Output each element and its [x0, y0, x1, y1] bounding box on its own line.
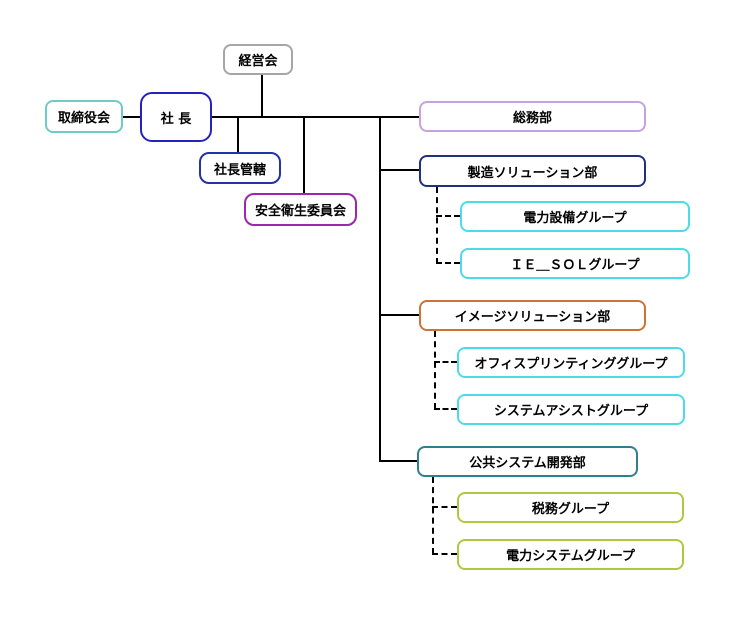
node-ie-sol-group: ＩＥ＿ＳＯＬグループ — [460, 248, 690, 279]
edge-torishimariyakukai-shacho — [123, 116, 140, 118]
node-shacho-kankatsu: 社長管轄 — [199, 152, 281, 184]
edge-seizo-groups-trunk — [436, 187, 438, 264]
edge-branch-kokyo — [379, 460, 417, 462]
edge-drop-shacho-kankatsu — [237, 117, 239, 152]
edge-drop-anzen-eisei-iinkai — [303, 117, 305, 193]
edge-main-horizontal — [211, 116, 419, 118]
edge-kokyo-denryoku-system — [432, 553, 457, 555]
edge-seizo-ie-sol — [436, 262, 460, 264]
edge-image-office-printing — [434, 361, 457, 363]
node-shacho: 社 長 — [140, 92, 212, 142]
edge-kokyo-groups-trunk — [432, 477, 434, 554]
edge-branch-seizo — [379, 169, 419, 171]
node-denryoku-system-group: 電力システムグループ — [457, 539, 684, 570]
edge-seizo-denryoku-setsubi — [436, 215, 460, 217]
edge-image-system-assist — [434, 408, 457, 410]
edge-kokyo-zeimu — [432, 506, 457, 508]
node-seizo-solution-bu: 製造ソリューション部 — [419, 155, 646, 187]
edge-branch-image-solution — [379, 314, 419, 316]
node-denryoku-setsubi-group: 電力設備グループ — [460, 201, 690, 232]
node-zeimu-group: 税務グループ — [457, 492, 684, 523]
edge-keieikai-drop — [261, 74, 263, 117]
node-keieikai: 経営会 — [223, 44, 293, 75]
node-somubu: 総務部 — [419, 101, 646, 132]
node-torishimariyakukai: 取締役会 — [45, 100, 123, 133]
node-kokyo-system-kaihatsubu: 公共システム開発部 — [417, 446, 638, 477]
node-system-assist-group: システムアシストグループ — [457, 394, 685, 425]
node-office-printing-group: オフィスプリンティンググループ — [457, 347, 685, 378]
node-anzen-eisei-iinkai: 安全衛生委員会 — [244, 193, 357, 226]
edge-image-groups-trunk — [434, 331, 436, 409]
node-image-solution-bu: イメージソリューション部 — [419, 300, 646, 331]
edge-main-trunk — [379, 117, 381, 462]
